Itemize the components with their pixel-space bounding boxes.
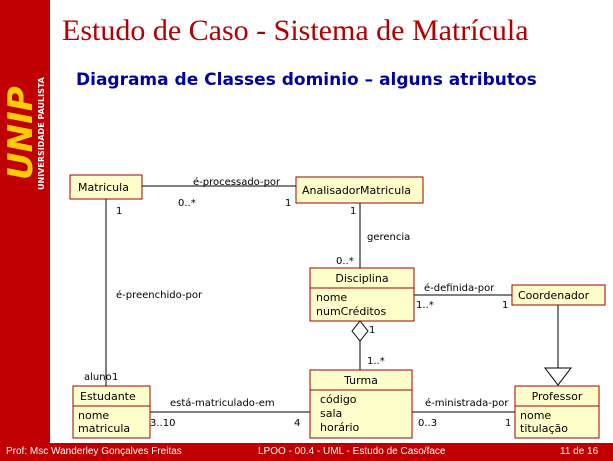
footer-author: Prof: Msc Wanderley Gonçalves Freitas: [6, 446, 182, 457]
label-preenchido: é-preenchido-por: [116, 289, 203, 301]
label-matriculado: está-matriculado-em: [170, 397, 275, 409]
class-turma-attrs: [309, 389, 413, 439]
mult-preenchido-a: 1: [116, 206, 122, 217]
logo-brand: UNIP: [1, 86, 41, 180]
attr-estudante-1: matricula: [78, 422, 130, 435]
inheritance-triangle: [543, 367, 573, 386]
mult-ministrada-b: 1: [505, 418, 511, 429]
unip-logo: UNIP UNIVERSIDADE PAULISTA: [1, 76, 46, 190]
mult-preenchido-b: 1: [112, 372, 118, 383]
attr-professor-1: titulação: [520, 422, 568, 435]
class-coordenador: [511, 284, 606, 306]
mult-definida-b: 1: [502, 300, 508, 311]
mult-definida-a: 1..*: [416, 300, 434, 311]
attr-turma-1: sala: [320, 407, 342, 420]
class-analisador: [295, 176, 424, 204]
class-estudante-attrs: [72, 405, 151, 439]
mult-ministrada-a: 0..3: [418, 418, 437, 429]
footer-course: LPOO - 00.4 - UML - Estudo de Caso/face: [258, 446, 446, 457]
class-name-professor: Professor: [532, 390, 583, 403]
label-ministrada: é-ministrada-por: [425, 397, 509, 409]
logo-sidebar: UNIP UNIVERSIDADE PAULISTA: [0, 0, 50, 443]
class-name-disciplina: Disciplina: [335, 272, 388, 285]
class-professor-attrs: [514, 405, 600, 439]
attr-turma-0: código: [320, 393, 357, 406]
label-gerencia: gerencia: [367, 232, 410, 243]
class-matricula: [69, 174, 143, 200]
class-disciplina-attrs: [309, 287, 415, 322]
label-processado: é-processado-por: [193, 176, 281, 188]
mult-matriculado-b: 4: [294, 418, 300, 429]
composition-diamond: [351, 320, 369, 342]
attr-turma-2: horário: [320, 421, 360, 434]
association-lines: [105, 185, 559, 413]
attr-disciplina-1: numCréditos: [316, 305, 386, 318]
mult-processado-a: 0..*: [178, 198, 196, 209]
slide-footer: Prof: Msc Wanderley Gonçalves Freitas LP…: [0, 443, 613, 461]
label-definida: é-definida-por: [424, 282, 495, 294]
class-name-turma: Turma: [343, 374, 378, 387]
class-name-estudante: Estudante: [80, 390, 136, 403]
slide-subtitle: Diagrama de Classes dominio – alguns atr…: [76, 70, 537, 90]
logo-university: UNIVERSIDADE PAULISTA: [37, 76, 46, 190]
role-aluno: aluno: [84, 372, 112, 383]
class-name-analisador: AnalisadorMatricula: [302, 184, 411, 197]
class-name-matricula: Matricula: [78, 181, 129, 194]
slide-title: Estudo de Caso - Sistema de Matrícula: [62, 14, 529, 47]
mult-composicao-b: 1..*: [367, 356, 385, 367]
attr-disciplina-0: nome: [316, 291, 347, 304]
mult-gerencia-b: 0..*: [336, 256, 354, 267]
class-name-coordenador: Coordenador: [518, 289, 590, 302]
mult-matriculado-a: 3..10: [150, 418, 175, 429]
mult-processado-b: 1: [285, 198, 291, 209]
footer-page: 11 de 16: [560, 446, 599, 457]
mult-gerencia-a: 1: [350, 206, 356, 217]
mult-composicao-a: 1: [369, 325, 375, 336]
attr-professor-0: nome: [520, 409, 551, 422]
attr-estudante-0: nome: [78, 409, 109, 422]
